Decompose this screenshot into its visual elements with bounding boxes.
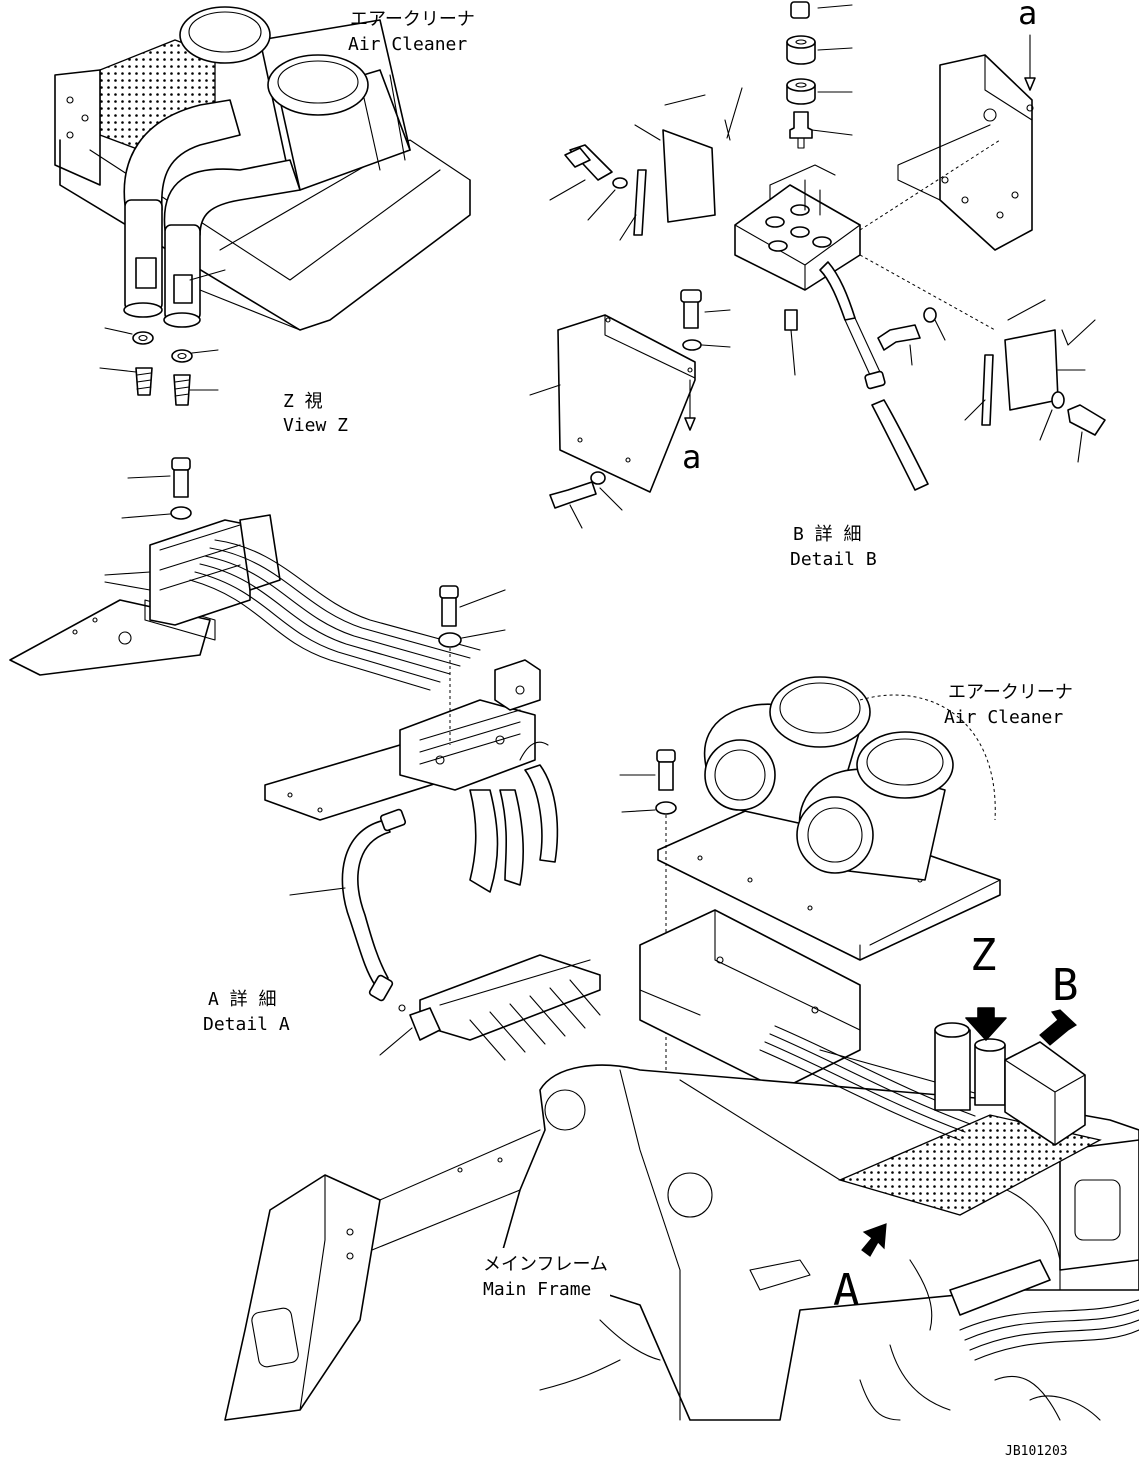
main-perforated-deck — [838, 1114, 1102, 1216]
view-z-jp: Z 視 — [283, 391, 323, 412]
label-air-cleaner-main: エアークリーナ Air Cleaner — [944, 682, 1073, 728]
detail-b-bolt-right-lower — [1067, 404, 1106, 436]
main-junction-box — [1004, 1041, 1086, 1146]
main-frame-en: Main Frame — [483, 1279, 591, 1300]
detail-b-seal-strip — [633, 169, 647, 236]
detail-b-bottom-fitting — [784, 309, 798, 331]
view-z-bolt-right — [173, 374, 191, 406]
detail-b-cap — [790, 1, 810, 19]
detail-b-cover — [557, 314, 696, 493]
label-view-z: Z 視 View Z — [283, 391, 348, 436]
label-detail-a: A 詳 細 Detail A — [203, 989, 290, 1035]
detail-b-gasket-right — [1004, 329, 1059, 411]
callout-z-letter: Z — [970, 930, 997, 981]
view-z-bracket-plate — [54, 69, 101, 186]
label-detail-b: B 詳 細 Detail B — [790, 524, 877, 570]
view-z-washer-left — [132, 331, 154, 345]
callout-b-letter: B — [1052, 960, 1079, 1011]
callout-ref-a-top: a — [1018, 0, 1037, 32]
main-tube-bundle-lower — [959, 1299, 1139, 1361]
callout-b-arrow[interactable]: B — [1039, 960, 1079, 1046]
main-stack-right — [974, 1044, 1006, 1106]
detail-a-washer-block — [438, 632, 462, 648]
detail-a-hose — [341, 819, 391, 986]
main-bolt — [658, 761, 674, 791]
view-z-intake-pipe-right — [163, 159, 301, 236]
view-z-en: View Z — [283, 415, 348, 436]
detail-b-bolt-right — [877, 324, 921, 351]
detail-b-mount-frame — [939, 54, 1033, 251]
detail-b-gasket-left — [662, 129, 716, 223]
detail-a-bolt-block — [441, 597, 457, 627]
detail-b-en: Detail B — [790, 549, 877, 570]
callout-a-letter: A — [833, 1265, 860, 1316]
main-boom-left — [224, 1174, 381, 1421]
label-air-cleaner-top: エアークリーナ Air Cleaner — [348, 9, 475, 55]
detail-b-drain-tube — [871, 399, 929, 491]
detail-a-manifold-left — [149, 519, 251, 626]
view-z-base-frame — [59, 139, 471, 331]
callout-ref-a-cover: a — [682, 438, 701, 476]
detail-a-washer-top — [170, 506, 192, 520]
detail-a-assembly — [9, 457, 601, 1061]
detail-b-bolt-lower-left — [549, 481, 597, 509]
view-z-washer-right — [171, 349, 193, 363]
drawing-number: JB101203 — [1005, 1444, 1068, 1459]
detail-a-manifold-lower — [419, 954, 601, 1041]
detail-a-tube-bundle — [189, 539, 481, 691]
air-cleaner-top-en: Air Cleaner — [348, 34, 467, 55]
detail-a-bolt-top — [173, 469, 189, 498]
main-tube-bundle — [759, 1025, 976, 1141]
detail-b-assembly — [529, 1, 1106, 529]
detail-a-valve-block — [399, 699, 536, 791]
callout-z-arrow[interactable]: Z — [965, 930, 1007, 1041]
air-cleaner-main-jp: エアークリーナ — [948, 682, 1073, 703]
main-assembly — [224, 676, 1139, 1421]
main-washer — [655, 801, 677, 815]
detail-a-hoses-hanging — [469, 789, 499, 893]
main-frame-jp: メインフレーム — [483, 1254, 608, 1275]
detail-b-seal-strip-right — [981, 354, 994, 426]
air-cleaner-top-jp: エアークリーナ — [350, 9, 475, 30]
air-cleaner-main-en: Air Cleaner — [944, 707, 1063, 728]
label-main-frame: メインフレーム Main Frame — [478, 1248, 610, 1300]
view-z-air-cleaner-assembly — [54, 6, 471, 406]
view-z-intake-pipe-left — [123, 99, 241, 211]
detail-b-jp: B 詳 細 — [793, 524, 862, 545]
detail-b-nipple — [789, 111, 813, 139]
callout-a-arrow[interactable]: A — [833, 1223, 887, 1316]
main-stack-left — [934, 1029, 971, 1111]
detail-a-en: Detail A — [203, 1014, 290, 1035]
detail-b-drain-hose — [819, 261, 856, 321]
detail-a-jp: A 詳 細 — [208, 989, 277, 1010]
